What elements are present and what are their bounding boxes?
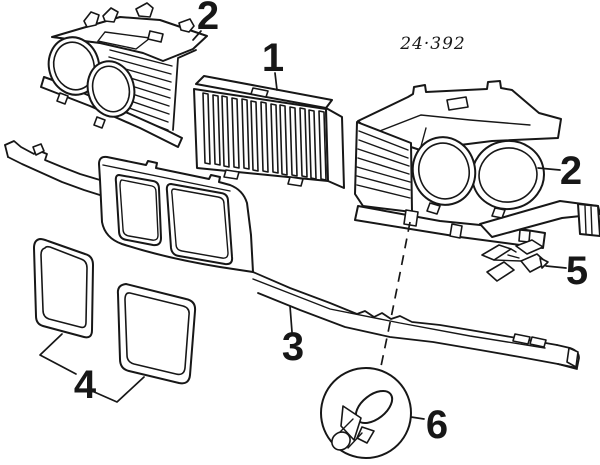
panel-top-plate xyxy=(51,16,208,62)
mounting-tab xyxy=(102,7,119,23)
rivet-detail xyxy=(320,367,412,459)
leader-4-right xyxy=(91,376,145,403)
leader-5 xyxy=(545,265,567,269)
leader-2-left xyxy=(192,30,202,41)
rail-arm xyxy=(479,200,600,238)
expanding-rivet xyxy=(331,389,394,451)
kidney-opening-right xyxy=(165,183,234,266)
callout-1: 1 xyxy=(262,36,284,80)
kidney-opening-left xyxy=(114,174,162,247)
leader-3 xyxy=(289,305,293,333)
mounting-tab xyxy=(178,18,195,33)
leader-1 xyxy=(274,72,278,91)
moulding-bottom-edge xyxy=(257,292,578,370)
headlight-trim-ring-inner xyxy=(411,136,477,206)
panel-slats-right xyxy=(356,130,411,199)
callout-4: 4 xyxy=(74,363,97,407)
panel-top-plate xyxy=(357,80,562,151)
mounting-tab xyxy=(250,87,269,98)
callout-2-left: 2 xyxy=(197,0,219,38)
headlight-opening-outer xyxy=(47,36,101,96)
callout-2-right: 2 xyxy=(560,149,582,193)
mounting-tab xyxy=(287,176,304,187)
rail-end-cap xyxy=(577,203,600,237)
detail-leader-dashed xyxy=(379,221,411,372)
grille-slats xyxy=(202,92,327,181)
headlight-opening-inner xyxy=(86,60,136,118)
center-grille xyxy=(193,75,345,189)
diagram-code: 24·392 xyxy=(399,34,465,54)
callout-5: 5 xyxy=(566,249,588,293)
mounting-tab xyxy=(83,11,100,28)
moulding-top-edge xyxy=(252,271,558,346)
callout-6: 6 xyxy=(426,403,448,447)
headlight-mounting-panel-left xyxy=(40,2,208,148)
mounting-tab xyxy=(223,169,240,180)
grille-side-flange xyxy=(325,107,345,189)
headlight-trim-ring-outer xyxy=(471,139,545,211)
leader-2-right xyxy=(537,167,561,171)
grille-frame-left xyxy=(33,238,94,339)
leader-4-left xyxy=(39,333,77,375)
panel-lower-rail xyxy=(354,205,546,249)
trim-moulding xyxy=(4,140,580,370)
leader-6 xyxy=(410,416,425,420)
headlight-mounting-panel-right xyxy=(354,80,600,249)
mounting-tab xyxy=(147,30,164,43)
retaining-clip xyxy=(481,239,549,282)
grille-frame-right xyxy=(116,283,197,385)
callout-3: 3 xyxy=(282,325,304,369)
mounting-tab xyxy=(135,2,154,18)
